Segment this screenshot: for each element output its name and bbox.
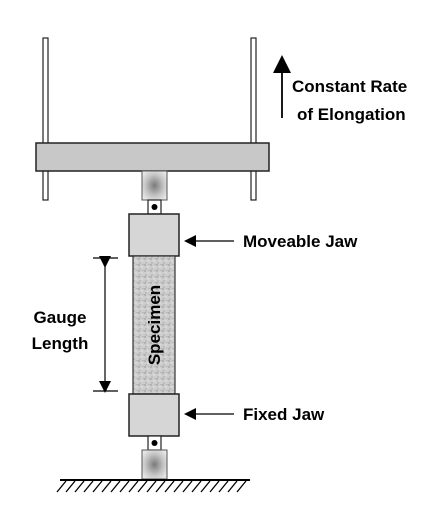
ground-hatch-stroke [146, 480, 157, 493]
specimen [132, 255, 176, 395]
ground-hatch-stroke [227, 480, 238, 493]
ground-hatch-stroke [137, 480, 148, 493]
ground-hatch-stroke [83, 480, 94, 493]
ground-hatch-stroke [74, 480, 85, 493]
ground-hatch-stroke [236, 480, 247, 493]
ground-hatch-stroke [191, 480, 202, 493]
ground-hatch-stroke [65, 480, 76, 493]
rate-label-line1: Constant Rate [292, 77, 407, 96]
crosshead [35, 142, 270, 172]
ground-hatch-stroke [173, 480, 184, 493]
fixed-jaw-label: Fixed Jaw [243, 405, 325, 424]
specimen-label: Specimen [145, 285, 164, 365]
ground-hatch-stroke [119, 480, 130, 493]
ground-hatching [56, 480, 247, 493]
ground-hatch-stroke [218, 480, 229, 493]
upper-pin [151, 204, 158, 210]
ground-hatch-stroke [101, 480, 112, 493]
upper-swivel [141, 170, 168, 201]
ground-hatch-stroke [128, 480, 139, 493]
gauge-label-line1: Gauge [34, 308, 87, 327]
gauge-label-line2: Length [32, 334, 89, 353]
rate-label-line2: of Elongation [297, 105, 406, 124]
fixed-jaw [128, 393, 180, 437]
ground-hatch-stroke [92, 480, 103, 493]
lower-pin [151, 440, 158, 446]
lower-swivel [141, 449, 168, 480]
ground-hatch-stroke [182, 480, 193, 493]
moveable-jaw-label: Moveable Jaw [243, 232, 358, 251]
ground-hatch-stroke [164, 480, 175, 493]
left-guide-rod [42, 37, 49, 201]
ground-hatch-stroke [209, 480, 220, 493]
ground-hatch-stroke [110, 480, 121, 493]
ground-hatch-stroke [56, 480, 67, 493]
moveable-jaw [128, 213, 180, 257]
ground-hatch-stroke [200, 480, 211, 493]
right-guide-rod [250, 37, 257, 201]
ground-hatch-stroke [155, 480, 166, 493]
